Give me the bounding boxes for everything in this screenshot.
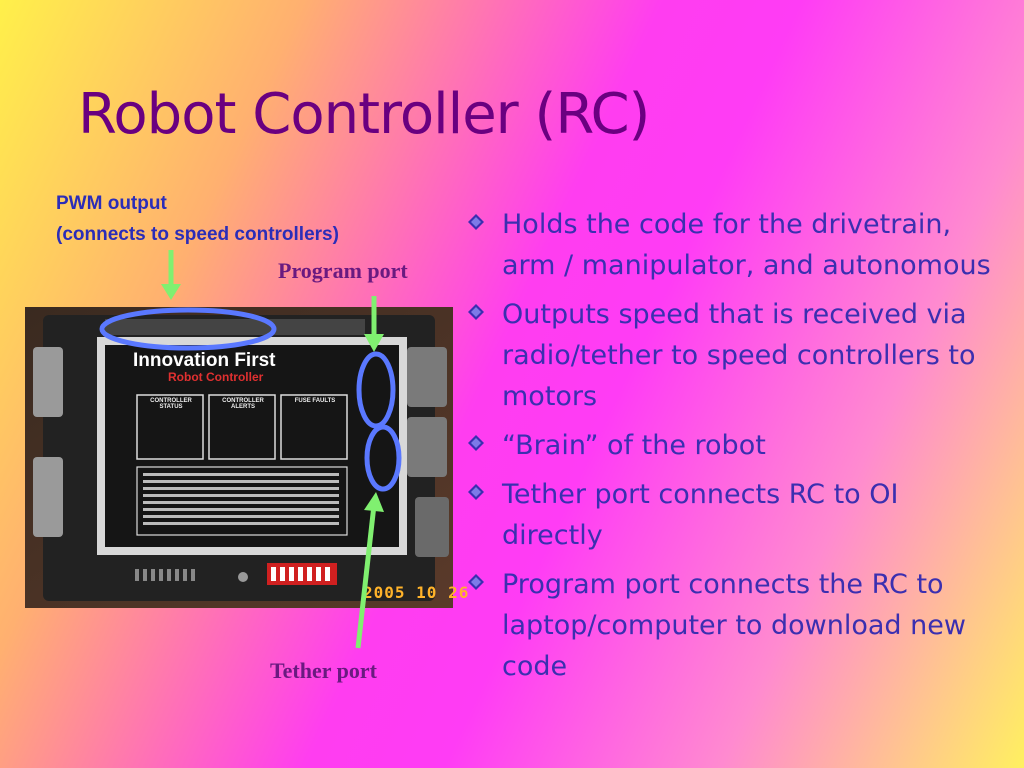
program-port-label: Program port xyxy=(278,258,408,283)
bullet-text: “Brain” of the robot xyxy=(502,430,766,461)
bullet-text: Outputs speed that is received via radio… xyxy=(502,299,976,412)
pwm-arrow-icon xyxy=(161,250,181,300)
diamond-bullet-icon xyxy=(468,435,484,451)
diamond-bullet-icon xyxy=(468,574,484,590)
photo-section-fuse: FUSE FAULTS xyxy=(294,398,336,404)
pwm-label-line2: (connects to speed controllers) xyxy=(56,224,339,245)
photo-brand-text: Innovation First xyxy=(133,350,276,371)
pwm-label-line1: PWM output xyxy=(56,193,167,214)
bullet-item: Outputs speed that is received via radio… xyxy=(464,294,1004,417)
bullet-text: Tether port connects RC to OI directly xyxy=(502,479,899,551)
slide-title: Robot Controller (RC) xyxy=(78,82,650,147)
bullet-text: Holds the code for the drivetrain, arm /… xyxy=(502,209,991,281)
photo-date-stamp: 2005 10 26 xyxy=(363,583,470,602)
tether-port-label: Tether port xyxy=(270,658,377,683)
bullet-item: Holds the code for the drivetrain, arm /… xyxy=(464,204,1004,286)
photo-section-status: CONTROLLER STATUS xyxy=(150,398,192,410)
pwm-output-label: PWM output (connects to speed controller… xyxy=(56,188,339,250)
robot-controller-photo xyxy=(25,307,453,608)
bullet-list: Holds the code for the drivetrain, arm /… xyxy=(464,204,1004,695)
bullet-item: Program port connects the RC to laptop/c… xyxy=(464,564,1004,687)
diamond-bullet-icon xyxy=(468,214,484,230)
bullet-text: Program port connects the RC to laptop/c… xyxy=(502,569,966,682)
bullet-item: “Brain” of the robot xyxy=(464,425,1004,466)
bullet-item: Tether port connects RC to OI directly xyxy=(464,474,1004,556)
photo-section-alerts: CONTROLLER ALERTS xyxy=(222,398,264,410)
diamond-bullet-icon xyxy=(468,484,484,500)
diamond-bullet-icon xyxy=(468,304,484,320)
photo-product-text: Robot Controller xyxy=(168,370,264,384)
